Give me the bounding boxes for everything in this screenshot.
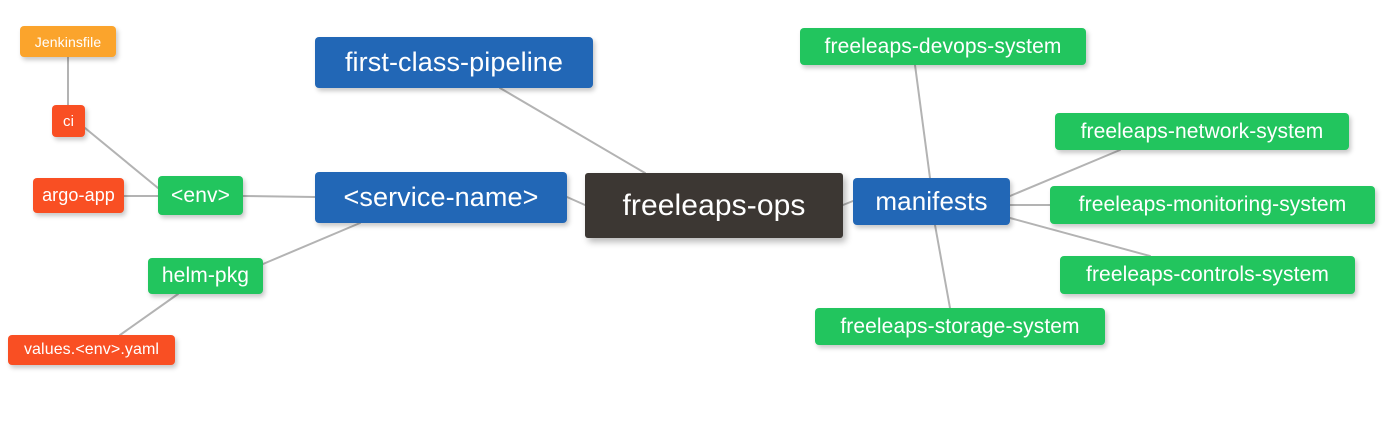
edge-manifests-to-freeleaps-network-system [1009,149,1121,197]
mindmap-node-service-name[interactable]: <service-name> [315,172,567,223]
mindmap-node-env[interactable]: <env> [158,176,243,215]
edge-manifests-to-freeleaps-storage-system [934,224,951,309]
mindmap-node-freeleaps-storage-system[interactable]: freeleaps-storage-system [815,308,1105,345]
mindmap-node-freeleaps-devops-system[interactable]: freeleaps-devops-system [800,28,1086,65]
mindmap-node-ci[interactable]: ci [52,105,85,137]
mindmap-node-jenkinsfile[interactable]: Jenkinsfile [20,26,116,57]
mindmap-node-freeleaps-controls-system[interactable]: freeleaps-controls-system [1060,256,1355,294]
mindmap-node-helm-pkg[interactable]: helm-pkg [148,258,263,294]
mindmap-node-freeleaps-ops[interactable]: freeleaps-ops [585,173,843,238]
mindmap-node-values-env-yaml[interactable]: values.<env>.yaml [8,335,175,365]
mindmap-node-manifests[interactable]: manifests [853,178,1010,225]
edge-env-to-ci [84,127,159,189]
edge-freeleaps-ops-to-service-name [566,196,586,206]
mindmap-node-freeleaps-monitoring-system[interactable]: freeleaps-monitoring-system [1050,186,1375,224]
edge-freeleaps-ops-to-first-class-pipeline [499,87,646,174]
edge-service-name-to-env [242,195,316,198]
edge-manifests-to-freeleaps-devops-system [914,64,931,179]
mindmap-node-freeleaps-network-system[interactable]: freeleaps-network-system [1055,113,1349,150]
edge-service-name-to-helm-pkg [262,222,361,265]
mindmap-node-argo-app[interactable]: argo-app [33,178,124,213]
mindmap-node-first-class-pipeline[interactable]: first-class-pipeline [315,37,593,88]
edge-helm-pkg-to-values-env-yaml [119,293,179,336]
edge-manifests-to-freeleaps-controls-system [1009,217,1151,257]
edge-freeleaps-ops-to-manifests [842,200,854,206]
